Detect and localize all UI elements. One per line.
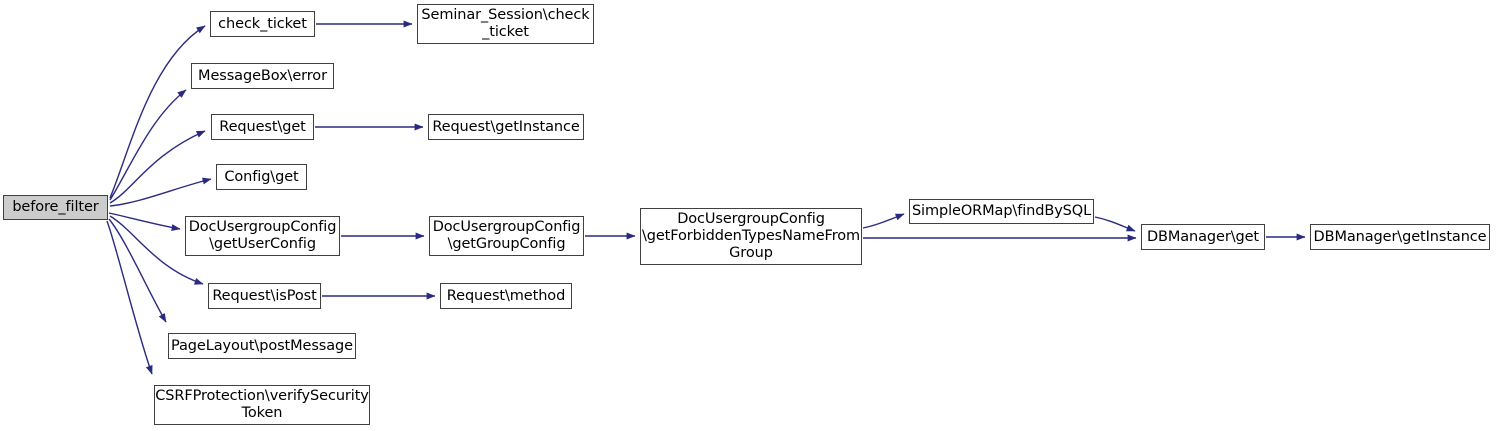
edge-docusergroupconfig_getforbiddentypesnamefromgroup-to-simpleormap_findbysql <box>862 213 905 229</box>
node-seminar_session_check_ticket[interactable]: Seminar_Session\check _ticket <box>417 4 594 44</box>
node-config_get[interactable]: Config\get <box>216 164 307 190</box>
edge-before_filter-to-csrfprotection_verifysecuritytoken <box>106 220 153 375</box>
node-request_ispost[interactable]: Request\isPost <box>208 283 321 309</box>
node-request_get[interactable]: Request\get <box>211 114 314 140</box>
node-dbmanager_getinstance[interactable]: DBManager\getInstance <box>1310 224 1490 250</box>
edge-before_filter-to-check_ticket <box>109 25 206 199</box>
node-docusergroupconfig_getgroupconfig[interactable]: DocUsergroupConfig \getGroupConfig <box>429 216 584 256</box>
edge-before_filter-to-docusergroupconfig_getuserconfig <box>108 212 181 231</box>
edge-simpleormap_findbysql-to-dbmanager_get <box>1094 216 1136 232</box>
node-docusergroupconfig_getuserconfig[interactable]: DocUsergroupConfig \getUserConfig <box>185 216 340 256</box>
edge-before_filter-to-messagebox_error <box>109 89 187 201</box>
node-pagelayout_postmessage[interactable]: PageLayout\postMessage <box>168 333 356 359</box>
node-request_method[interactable]: Request\method <box>440 283 572 309</box>
node-messagebox_error[interactable]: MessageBox\error <box>191 63 334 89</box>
node-before_filter[interactable]: before_filter <box>3 195 108 220</box>
edge-before_filter-to-request_get <box>109 130 206 204</box>
node-check_ticket[interactable]: check_ticket <box>210 11 315 37</box>
edge-before_filter-to-pagelayout_postmessage <box>108 218 167 323</box>
node-csrfprotection_verifysecuritytoken[interactable]: CSRFProtection\verifySecurity Token <box>154 385 370 425</box>
node-simpleormap_findbysql[interactable]: SimpleORMap\findBySQL <box>909 199 1094 224</box>
edge-before_filter-to-config_get <box>109 177 212 207</box>
node-docusergroupconfig_getforbiddentypesnamefromgroup[interactable]: DocUsergroupConfig \getForbiddenTypesNam… <box>640 208 862 265</box>
node-request_getinstance[interactable]: Request\getInstance <box>428 114 584 140</box>
node-dbmanager_get[interactable]: DBManager\get <box>1141 224 1265 250</box>
